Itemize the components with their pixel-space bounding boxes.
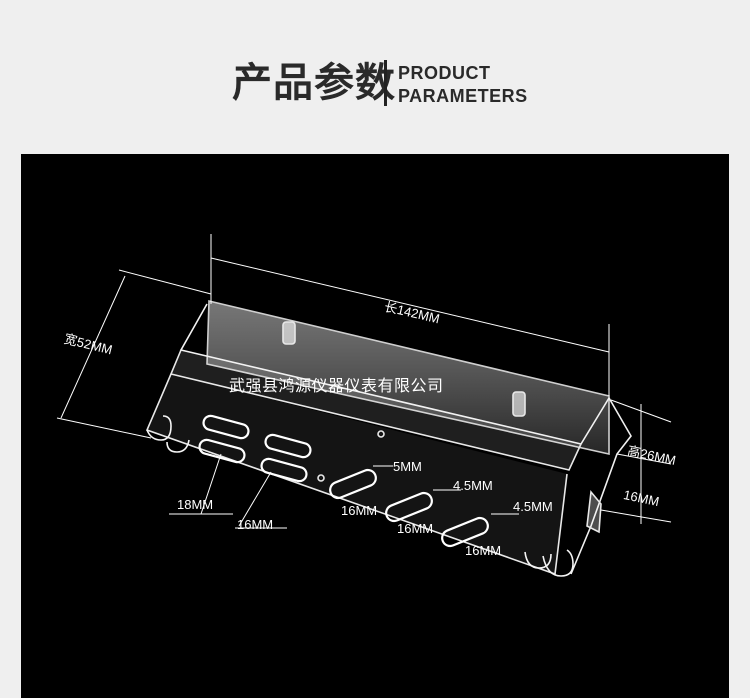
title-divider — [384, 60, 387, 106]
title-english-line1: PRODUCT — [398, 63, 491, 83]
acrylic-holder-drawing — [56, 234, 672, 577]
acrylic-holder — [145, 299, 632, 577]
slot-gap-45-a-label: 4.5MM — [453, 478, 493, 493]
header: 产品参数 PRODUCT PARAMETERS — [0, 0, 750, 150]
slot-length-a-label: 16MM — [341, 503, 378, 518]
slot-gap-5-label: 5MM — [393, 459, 422, 474]
company-watermark: 武强县鸿源仪器仪表有限公司 — [229, 376, 444, 395]
product-photo: 长142MM 宽52MM 高26MM 16MM 18MM 16MM 5MM 16… — [21, 154, 729, 698]
title-chinese: 产品参数 — [232, 59, 396, 106]
title-english-line2: PARAMETERS — [398, 86, 528, 106]
slot-width-left-label: 18MM — [177, 497, 214, 512]
dimension-lines — [56, 234, 672, 529]
slot-length-b-label: 16MM — [397, 521, 434, 536]
slot-gap-45-b-label: 4.5MM — [513, 499, 553, 514]
slot-length-c-label: 16MM — [465, 543, 502, 558]
slot-length-left-label: 16MM — [237, 517, 274, 532]
